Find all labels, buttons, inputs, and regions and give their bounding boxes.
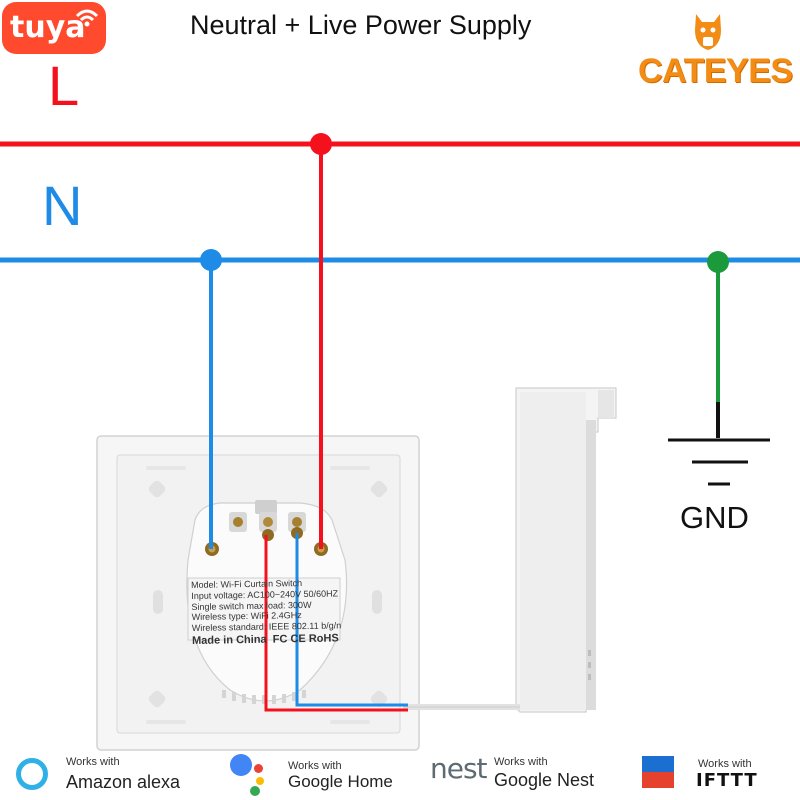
page-title: Neutral + Live Power Supply: [190, 10, 532, 40]
motor-neutral-wire: [295, 533, 408, 707]
motor-live-wire: [264, 535, 408, 712]
made-in-label: Made in China: [191, 633, 267, 647]
device-label: Model: Wi-Fi Curtain Switch Input voltag…: [191, 577, 342, 647]
google-home-badge: Works with Google Home: [220, 748, 420, 800]
nest-icon: nest: [430, 752, 488, 785]
curtain-motor: [515, 387, 617, 713]
neutral-label: N: [42, 174, 83, 237]
works-with-caption: Works with: [66, 756, 120, 768]
works-with-caption: Works with: [698, 758, 752, 770]
ifttt-name: IFTTT: [696, 770, 758, 791]
works-with-caption: Works with: [288, 760, 342, 772]
wifi-icon: [75, 9, 99, 27]
ground-junction: [707, 251, 729, 273]
google-nest-name: Google Nest: [494, 770, 595, 790]
google-home-name: Google Home: [288, 772, 393, 791]
alexa-name: Amazon alexa: [66, 772, 181, 792]
compatibility-bar: Works with Amazon alexa Works with Googl…: [0, 748, 800, 800]
cert-marks: FC CE RoHS: [272, 632, 339, 646]
ground-label: GND: [680, 500, 749, 535]
brand-name: CATEYES: [638, 52, 793, 90]
tuya-logo: tuya: [2, 2, 106, 54]
live-label: L: [48, 54, 80, 117]
neutral-junction: [200, 249, 222, 271]
tuya-logo-text: tuya: [10, 10, 86, 45]
alexa-icon: [16, 758, 48, 790]
works-with-caption: Works with: [494, 756, 548, 768]
cat-logo-icon: [695, 14, 721, 50]
live-junction: [310, 133, 332, 155]
alexa-badge: Works with Amazon alexa: [0, 748, 200, 800]
